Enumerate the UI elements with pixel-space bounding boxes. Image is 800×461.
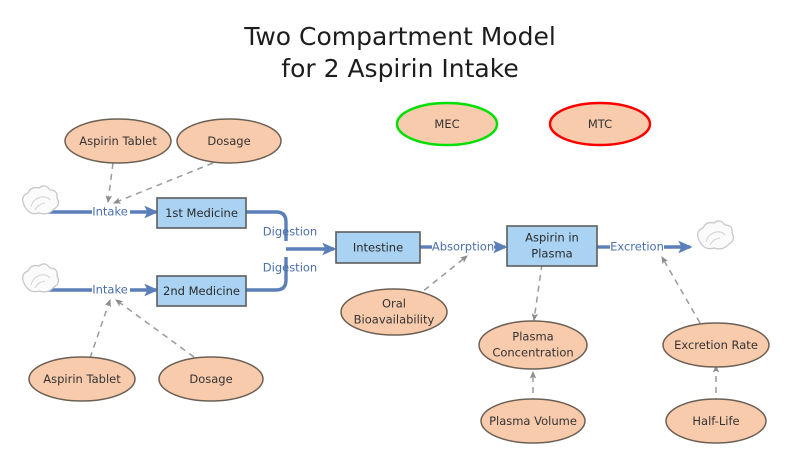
node-label-1st-medicine: 1st Medicine <box>165 206 238 220</box>
node-label-mec: MEC <box>434 117 459 131</box>
node-label-plasma-concentration-line2: Concentration <box>492 346 573 360</box>
node-label-oral-bioavailability-line2: Bioavailability <box>354 313 435 327</box>
node-intestine[interactable]: Intestine <box>335 231 421 264</box>
node-plasma-volume[interactable]: Plasma Volume <box>480 398 586 444</box>
node-dosage-bottom[interactable]: Dosage <box>158 356 264 402</box>
node-label-aspirin-in-plasma-line2: Plasma <box>531 247 572 261</box>
edge-plasma-to-plasma-concentration <box>531 263 543 322</box>
node-label-intestine: Intestine <box>353 241 403 255</box>
node-label-plasma-concentration-line1: Plasma <box>512 330 553 344</box>
edge-absorption: Absorption <box>420 240 508 254</box>
node-oral-bioavailability[interactable]: Oral Bioavailability <box>340 288 448 336</box>
node-label-dosage-top: Dosage <box>207 134 250 148</box>
node-half-life[interactable]: Half-Life <box>665 398 767 444</box>
node-label-excretion-rate: Excretion Rate <box>674 338 758 352</box>
node-aspirin-tablet-bottom[interactable]: Aspirin Tablet <box>28 356 136 402</box>
edge-label-excretion: Excretion <box>610 240 664 254</box>
source-cloud-2 <box>22 263 60 293</box>
edge-label-digestion-2: Digestion <box>263 261 317 275</box>
page-title: Two Compartment Model for 2 Aspirin Inta… <box>243 22 556 83</box>
node-label-oral-bioavailability-line1: Oral <box>382 297 406 311</box>
edge-dosage-top-to-intake <box>112 162 214 204</box>
node-plasma-concentration[interactable]: Plasma Concentration <box>478 320 588 370</box>
edge-label-intake-2: Intake <box>92 283 128 297</box>
node-label-mtc: MTC <box>588 117 612 131</box>
edge-dosage-bottom-to-intake <box>115 299 195 358</box>
edge-intake-1: Intake <box>42 205 159 219</box>
node-label-2nd-medicine: 2nd Medicine <box>163 284 240 298</box>
edge-excretion-rate-to-excretion <box>661 255 701 324</box>
title-line-1: Two Compartment Model <box>243 22 556 51</box>
edge-aspirin-tablet-top-to-intake <box>105 162 114 204</box>
edge-digestion-2: Digestion <box>246 257 317 292</box>
edge-label-intake-1: Intake <box>92 205 128 219</box>
edge-aspirin-tablet-bottom-to-intake <box>89 298 111 359</box>
source-cloud-1 <box>22 185 60 215</box>
node-aspirin-tablet-top[interactable]: Aspirin Tablet <box>64 118 172 164</box>
node-excretion-rate[interactable]: Excretion Rate <box>662 322 770 368</box>
title-line-2: for 2 Aspirin Intake <box>281 54 518 83</box>
node-label-aspirin-tablet-top: Aspirin Tablet <box>79 134 157 148</box>
node-2nd-medicine[interactable]: 2nd Medicine <box>156 275 247 307</box>
edge-label-absorption: Absorption <box>432 240 494 254</box>
node-label-dosage-bottom: Dosage <box>189 372 232 386</box>
sink-cloud <box>697 220 735 250</box>
node-aspirin-in-plasma[interactable]: Aspirin in Plasma <box>506 225 598 267</box>
edge-intake-2: Intake <box>42 283 159 297</box>
edge-label-digestion-1: Digestion <box>263 225 317 239</box>
edge-excretion: Excretion <box>597 240 693 254</box>
node-label-plasma-volume: Plasma Volume <box>489 414 577 428</box>
node-dosage-top[interactable]: Dosage <box>176 118 282 164</box>
node-mtc[interactable]: MTC <box>548 101 652 147</box>
node-label-aspirin-in-plasma-line1: Aspirin in <box>525 231 579 245</box>
node-1st-medicine[interactable]: 1st Medicine <box>156 197 247 229</box>
node-label-aspirin-tablet-bottom: Aspirin Tablet <box>43 372 121 386</box>
node-label-half-life: Half-Life <box>692 414 739 428</box>
node-mec[interactable]: MEC <box>395 101 499 147</box>
edge-digestion-1: Digestion <box>246 210 317 241</box>
